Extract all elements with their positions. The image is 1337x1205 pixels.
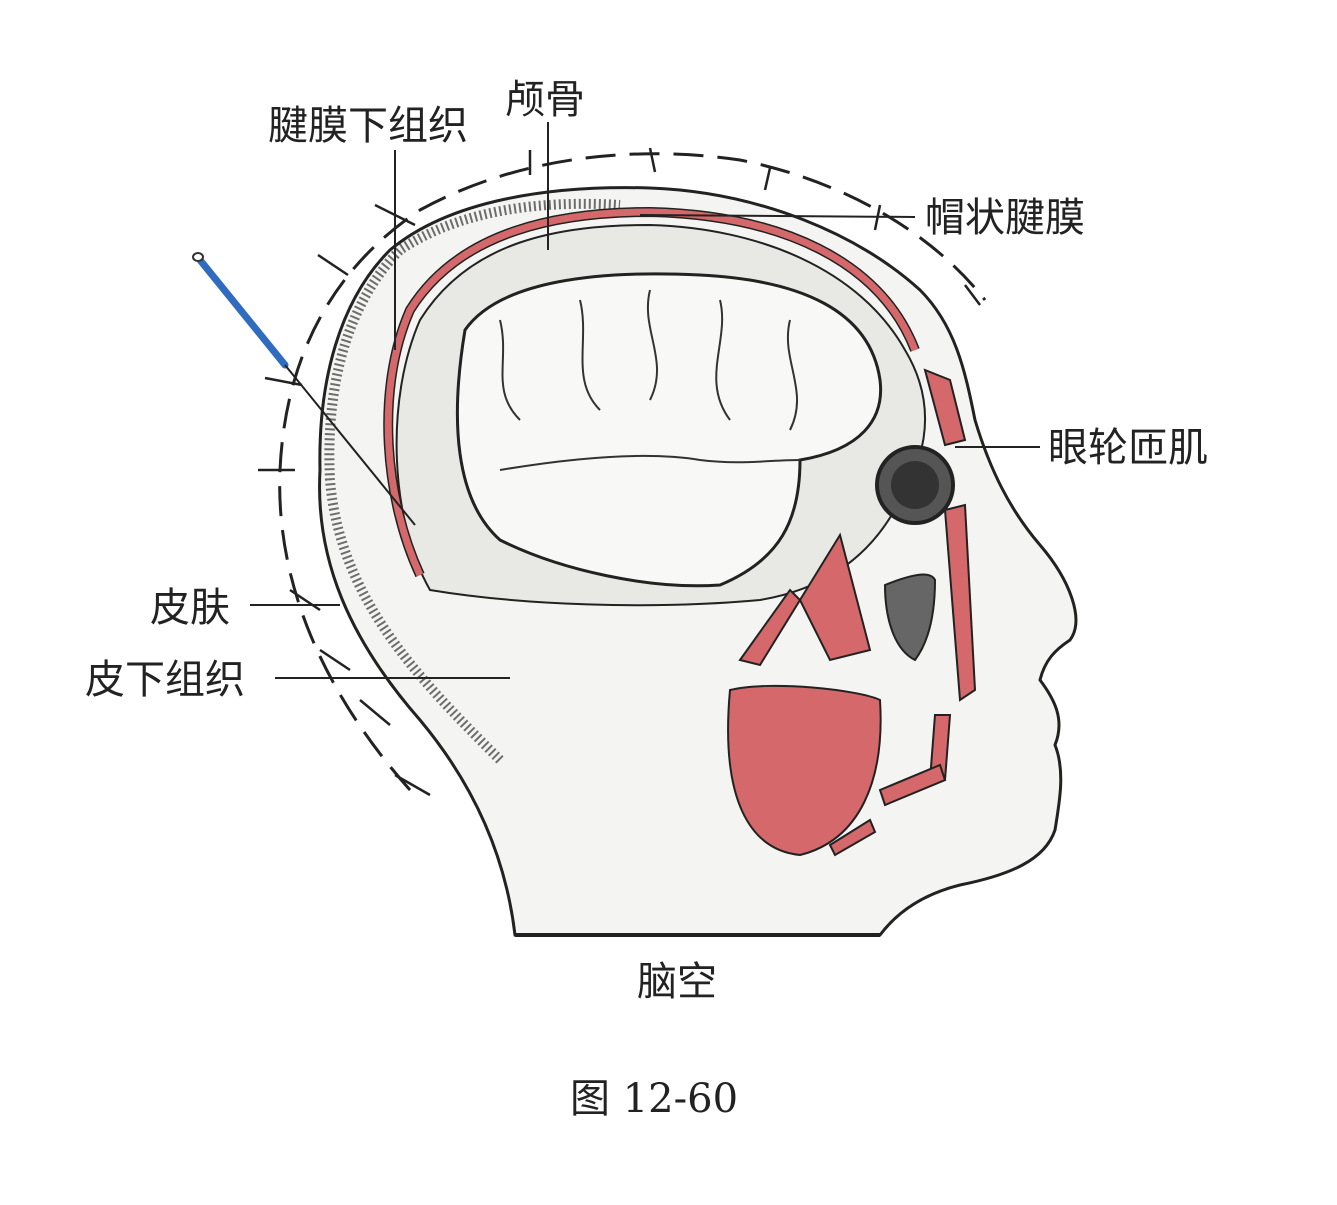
eye-pupil <box>891 461 939 509</box>
figure-caption: 图 12-60 <box>570 1076 739 1122</box>
galea-aponeurotica <box>384 208 919 577</box>
label-subcutaneous-tissue: 皮下组织 <box>85 657 245 703</box>
hair <box>324 198 621 764</box>
label-subaponeurotic-tissue: 腱膜下组织 <box>268 103 468 149</box>
layer-ticks <box>258 147 981 797</box>
brain-sulci <box>499 289 801 471</box>
needle-shaft <box>196 256 289 369</box>
label-galea-aponeurotica: 帽状腱膜 <box>925 195 1085 241</box>
needle-handle-end <box>192 252 204 262</box>
label-skull: 颅骨 <box>505 77 585 123</box>
label-acupoint-naokong: 脑空 <box>637 959 717 1005</box>
nasal-cavity <box>883 573 937 662</box>
muscles <box>727 368 977 857</box>
label-orbicularis-oculi: 眼轮匝肌 <box>1048 425 1208 471</box>
leader-lines <box>250 122 1040 679</box>
label-skin: 皮肤 <box>150 585 230 631</box>
needle-path <box>284 364 416 526</box>
